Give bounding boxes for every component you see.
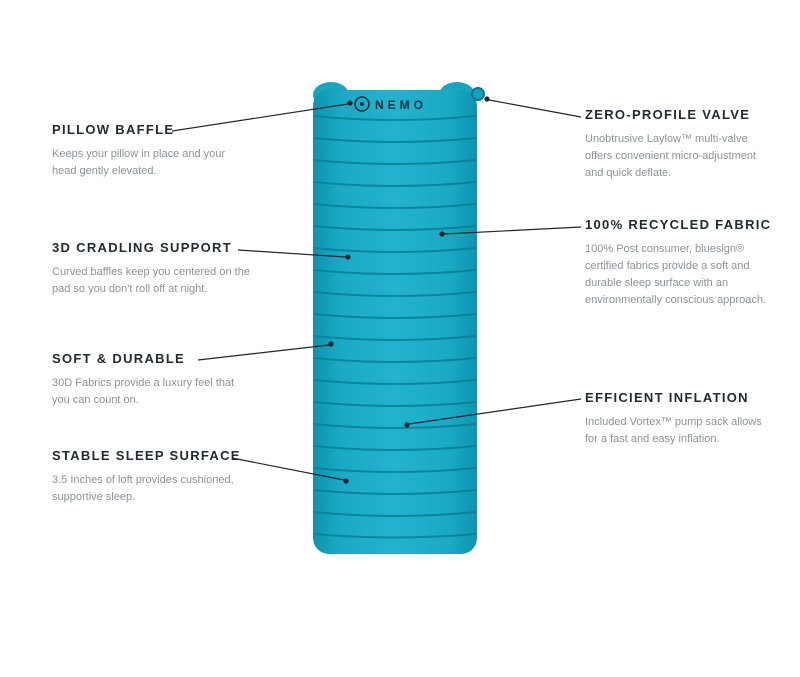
feature-description: Unobtrusive Laylow™ multi-valve offers c… [585,133,756,180]
feature-zero-profile-valve: ZERO-PROFILE VALVE Unobtrusive Laylow™ m… [585,107,773,182]
connector-lines [171,99,582,481]
feature-title: EFFICIENT INFLATION [585,390,749,405]
connector-line-zero-profile-valve [488,99,582,118]
connector-line-efficient-inflation [408,398,582,425]
nemo-logo-icon [354,96,370,112]
nemo-logo: NEMO [354,96,427,112]
connector-line-pillow-baffle [171,103,349,132]
nemo-logo-bird [360,102,364,106]
baffle-seams [313,115,477,539]
feature-description: Curved baffles keep you centered on the … [52,266,250,296]
nemo-logo-text: NEMO [375,98,427,112]
connector-dot-recycled-fabric [439,231,445,237]
feature-description: 3.5 Inches of loft provides cushioned, s… [52,474,234,504]
connector-line-3d-cradling [237,249,347,258]
connector-dot-zero-profile-valve [484,96,490,102]
feature-3d-cradling-support: 3D CRADLING SUPPORT Curved baffles keep … [52,240,250,298]
feature-title: 3D CRADLING SUPPORT [52,240,232,255]
connector-line-recycled-fabric [443,226,582,235]
sleeping-pad-body [313,90,477,554]
valve-icon [471,87,485,101]
feature-title: SOFT & DURABLE [52,351,186,366]
connector-dots [328,96,490,484]
connector-line-soft-durable [197,344,330,361]
feature-recycled-fabric: 100% RECYCLED FABRIC 100% Post consumer,… [585,217,773,309]
feature-soft-durable: SOFT & DURABLE 30D Fabrics provide a lux… [52,351,250,409]
connector-dot-3d-cradling [345,254,351,260]
connector-dot-pillow-baffle [347,100,353,106]
connector-dot-soft-durable [328,341,334,347]
feature-description: Included Vortex™ pump sack allows for a … [585,416,762,446]
connector-line-stable-surface [231,457,345,481]
feature-title: 100% RECYCLED FABRIC [585,217,772,232]
feature-title: STABLE SLEEP SURFACE [52,448,241,463]
feature-description: 100% Post consumer, bluesign® certified … [585,243,766,307]
connector-dot-efficient-inflation [404,422,410,428]
feature-title: ZERO-PROFILE VALVE [585,107,751,122]
connector-dot-stable-surface [343,478,349,484]
feature-title: PILLOW BAFFLE [52,122,175,137]
feature-stable-sleep-surface: STABLE SLEEP SURFACE 3.5 Inches of loft … [52,448,250,506]
feature-description: 30D Fabrics provide a luxury feel that y… [52,377,235,407]
feature-efficient-inflation: EFFICIENT INFLATION Included Vortex™ pum… [585,390,773,448]
feature-pillow-baffle: PILLOW BAFFLE Keeps your pillow in place… [52,122,250,180]
feature-description: Keeps your pillow in place and your head… [52,148,226,178]
